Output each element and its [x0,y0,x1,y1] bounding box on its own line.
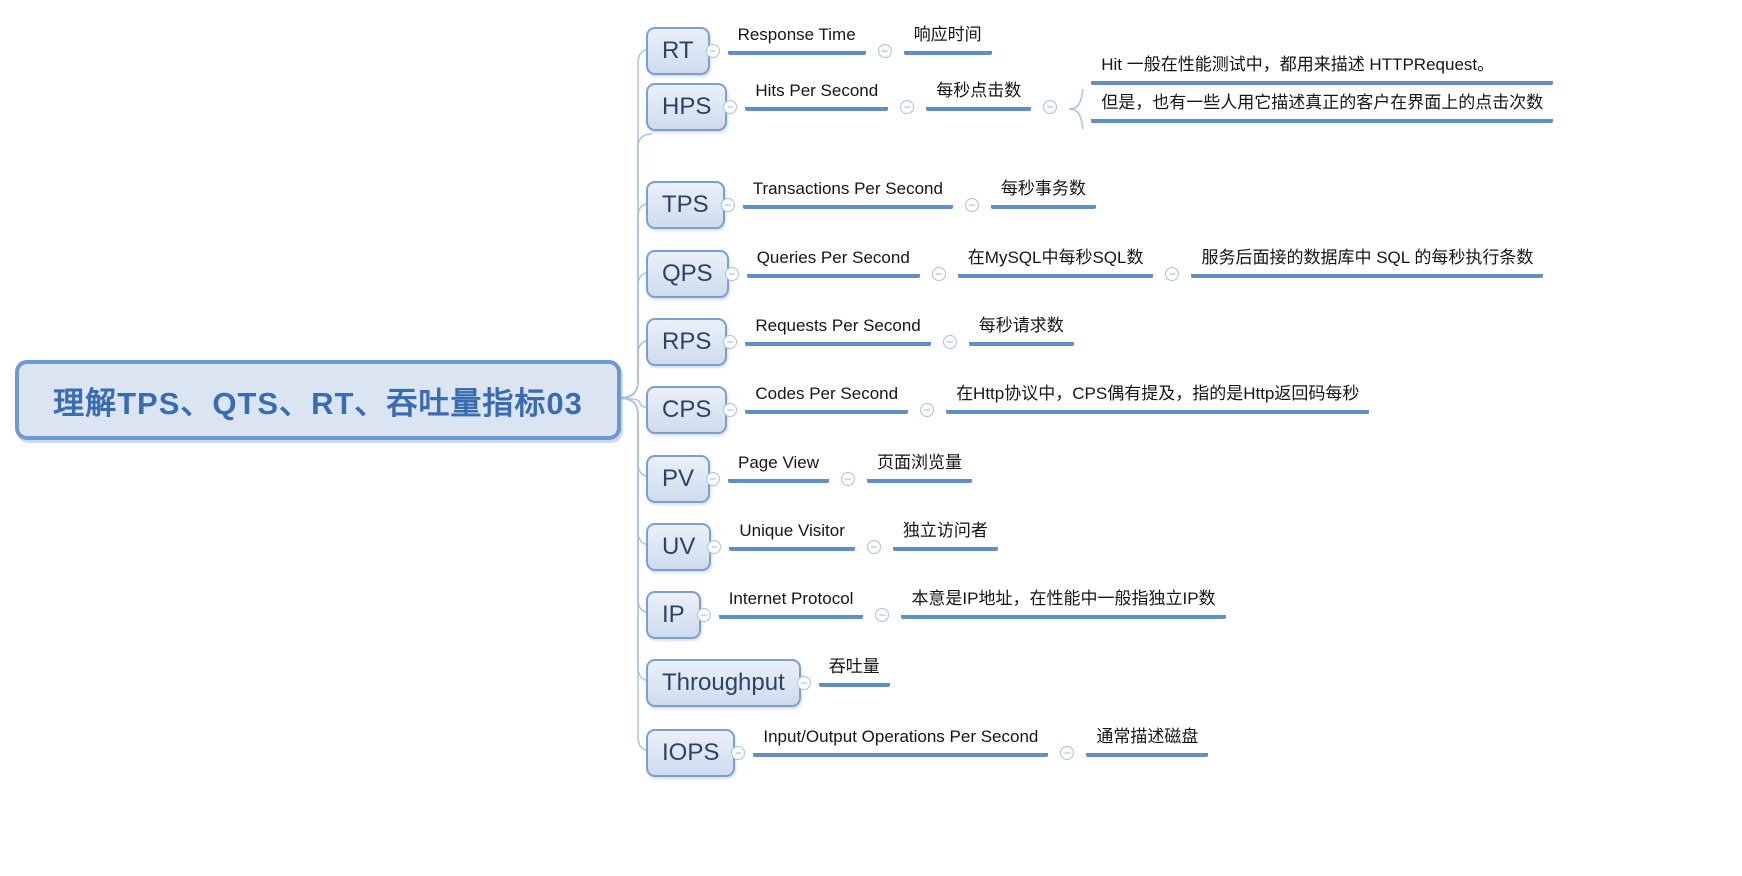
collapse-icon[interactable]: − [720,198,735,212]
topic-iops[interactable]: IOPS [646,729,736,777]
topic-uv[interactable]: UV [646,523,712,571]
subtopic-pv-zh[interactable]: 页面浏览量 [866,453,972,483]
collapse-icon[interactable]: − [1165,267,1180,281]
branch-ip: IP − Internet Protocol − 本意是IP地址，在性能中一般指… [646,589,1226,639]
collapse-icon[interactable]: − [964,198,979,212]
topic-rps[interactable]: RPS [646,318,728,366]
branch-rps: RPS − Requests Per Second − 每秒请求数 [646,316,1074,366]
collapse-icon[interactable]: − [875,608,890,622]
collapse-icon[interactable]: − [706,472,721,486]
branch-brace [1069,88,1084,130]
topic-qps[interactable]: QPS [646,250,729,298]
subtopic-qps-zh[interactable]: 在MySQL中每秒SQL数 [957,248,1154,278]
collapse-icon[interactable]: − [724,267,739,281]
hps-children: Hit 一般在性能测试中，都用来描述 HTTPRequest。 但是，也有一些人… [1091,55,1554,123]
collapse-icon[interactable]: − [866,540,881,554]
subtopic-hps-zh[interactable]: 每秒点击数 [926,81,1032,111]
subtopic-rt-en[interactable]: Response Time [727,25,866,55]
collapse-icon[interactable]: − [877,44,892,58]
root-topic[interactable]: 理解TPS、QTS、RT、吞吐量指标03 [15,360,621,440]
topic-ip[interactable]: IP [646,591,701,639]
collapse-icon[interactable]: − [900,100,915,114]
collapse-icon[interactable]: − [723,335,738,349]
collapse-icon[interactable]: − [920,403,935,417]
subtopic-throughput-zh[interactable]: 吞吐量 [818,657,890,687]
subtopic-ip-en[interactable]: Internet Protocol [718,589,864,619]
collapse-icon[interactable]: − [705,44,720,58]
topic-tps[interactable]: TPS [646,181,725,229]
collapse-icon[interactable]: − [796,676,811,690]
branch-rt: RT − Response Time − 响应时间 [646,25,992,75]
subtopic-ip-zh[interactable]: 本意是IP地址，在性能中一般指独立IP数 [901,589,1226,619]
collapse-icon[interactable]: − [840,472,855,486]
topic-throughput[interactable]: Throughput [646,659,801,707]
branch-hps: HPS − Hits Per Second − 每秒点击数 − Hit 一般在性… [646,55,1554,131]
subtopic-tps-zh[interactable]: 每秒事务数 [990,179,1096,209]
subtopic-cps-en[interactable]: Codes Per Second [745,384,909,414]
subtopic-qps-en[interactable]: Queries Per Second [746,248,920,278]
subtopic-iops-en[interactable]: Input/Output Operations Per Second [753,727,1049,757]
branch-tps: TPS − Transactions Per Second − 每秒事务数 [646,179,1096,229]
collapse-icon[interactable]: − [707,540,722,554]
subtopic-pv-en[interactable]: Page View [728,453,829,483]
collapse-icon[interactable]: − [942,335,957,349]
subtopic-iops-zh[interactable]: 通常描述磁盘 [1086,727,1209,757]
branch-pv: PV − Page View − 页面浏览量 [646,453,972,503]
topic-cps[interactable]: CPS [646,386,728,434]
collapse-icon[interactable]: − [723,100,738,114]
subtopic-hps-en[interactable]: Hits Per Second [745,81,889,111]
topic-hps[interactable]: HPS [646,83,728,131]
branch-iops: IOPS − Input/Output Operations Per Secon… [646,727,1209,777]
subtopic-uv-zh[interactable]: 独立访问者 [892,521,998,551]
topic-pv[interactable]: PV [646,455,711,503]
collapse-icon[interactable]: − [696,608,711,622]
subtopic-tps-en[interactable]: Transactions Per Second [742,179,953,209]
subtopic-rps-en[interactable]: Requests Per Second [745,316,931,346]
branch-cps: CPS − Codes Per Second − 在Http协议中，CPS偶有提… [646,384,1370,434]
subtopic-rt-zh[interactable]: 响应时间 [903,25,992,55]
branch-throughput: Throughput − 吞吐量 [646,657,890,707]
hps-note-2[interactable]: 但是，也有一些人用它描述真正的客户在界面上的点击次数 [1091,93,1554,123]
subtopic-rps-zh[interactable]: 每秒请求数 [968,316,1074,346]
branch-uv: UV − Unique Visitor − 独立访问者 [646,521,998,571]
collapse-icon[interactable]: − [731,746,746,760]
collapse-icon[interactable]: − [1060,746,1075,760]
collapse-icon[interactable]: − [1043,100,1058,114]
subtopic-cps-zh[interactable]: 在Http协议中，CPS偶有提及，指的是Http返回码每秒 [946,384,1370,414]
collapse-icon[interactable]: − [723,403,738,417]
subtopic-uv-en[interactable]: Unique Visitor [729,521,855,551]
hps-note-1[interactable]: Hit 一般在性能测试中，都用来描述 HTTPRequest。 [1091,55,1554,85]
collapse-icon[interactable]: − [931,267,946,281]
branch-qps: QPS − Queries Per Second − 在MySQL中每秒SQL数… [646,248,1544,298]
subtopic-qps-note[interactable]: 服务后面接的数据库中 SQL 的每秒执行条数 [1191,248,1544,278]
topic-rt[interactable]: RT [646,27,710,75]
